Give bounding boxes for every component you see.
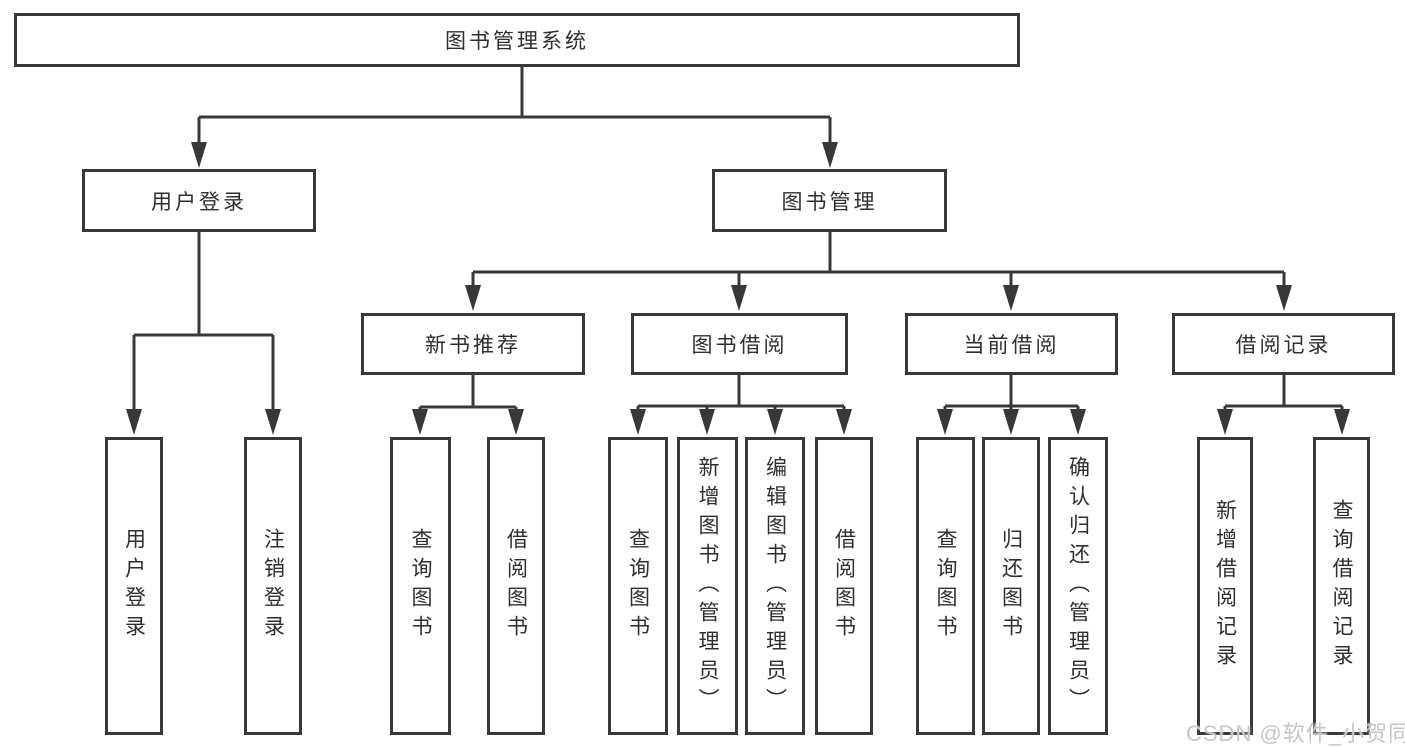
node-library-management-system: 图书管理系统 (14, 13, 1020, 67)
node-label: 用户登录 (122, 528, 146, 644)
node-query-books-recommend: 查询图书 (390, 437, 451, 735)
node-current-borrowing: 当前借阅 (905, 313, 1118, 375)
node-label: 查询图书 (626, 528, 650, 644)
node-label: 借阅图书 (832, 528, 856, 644)
node-label: 编辑图书（管理员） (763, 455, 787, 717)
node-query-books-current: 查询图书 (916, 437, 975, 735)
node-query-borrow-record: 查询借阅记录 (1313, 437, 1370, 735)
node-book-borrowing: 图书借阅 (631, 313, 848, 375)
node-borrow-books-borrowing: 借阅图书 (815, 437, 873, 735)
node-label: 查询图书 (934, 528, 957, 644)
node-label: 确认归还（管理员） (1066, 455, 1090, 717)
node-add-borrow-record: 新增借阅记录 (1197, 437, 1253, 735)
node-query-books-borrowing: 查询图书 (608, 437, 668, 735)
node-label: 查询图书 (409, 528, 432, 644)
node-edit-book-admin: 编辑图书（管理员） (745, 437, 805, 735)
node-label: 借阅图书 (504, 528, 528, 644)
node-book-management: 图书管理 (712, 169, 947, 232)
node-label: 图书借阅 (691, 334, 788, 357)
node-label: 归还图书 (999, 528, 1023, 644)
node-label: 借阅记录 (1235, 334, 1332, 357)
node-logout: 注销登录 (244, 437, 302, 735)
node-label: 新增借阅记录 (1213, 499, 1237, 673)
node-new-book-recommend: 新书推荐 (361, 313, 585, 375)
node-user-login-module: 用户登录 (82, 169, 316, 232)
node-label: 查询借阅记录 (1330, 499, 1353, 673)
node-borrow-books-recommend: 借阅图书 (487, 437, 545, 735)
csdn-watermark: CSDN @软件_小贺同学 (1186, 721, 1405, 746)
node-user-login: 用户登录 (105, 437, 163, 735)
node-label: 用户登录 (151, 190, 247, 214)
node-label: 当前借阅 (963, 334, 1060, 357)
node-label: 新增图书（管理员） (696, 455, 719, 717)
node-confirm-return-admin: 确认归还（管理员） (1048, 437, 1108, 735)
node-label: 图书管理 (781, 190, 878, 214)
node-label: 注销登录 (261, 528, 285, 644)
node-return-book: 归还图书 (982, 437, 1040, 735)
node-label: 新书推荐 (425, 334, 521, 357)
node-add-book-admin: 新增图书（管理员） (677, 437, 738, 735)
node-label: 图书管理系统 (445, 30, 589, 53)
node-borrowing-records: 借阅记录 (1172, 313, 1395, 375)
